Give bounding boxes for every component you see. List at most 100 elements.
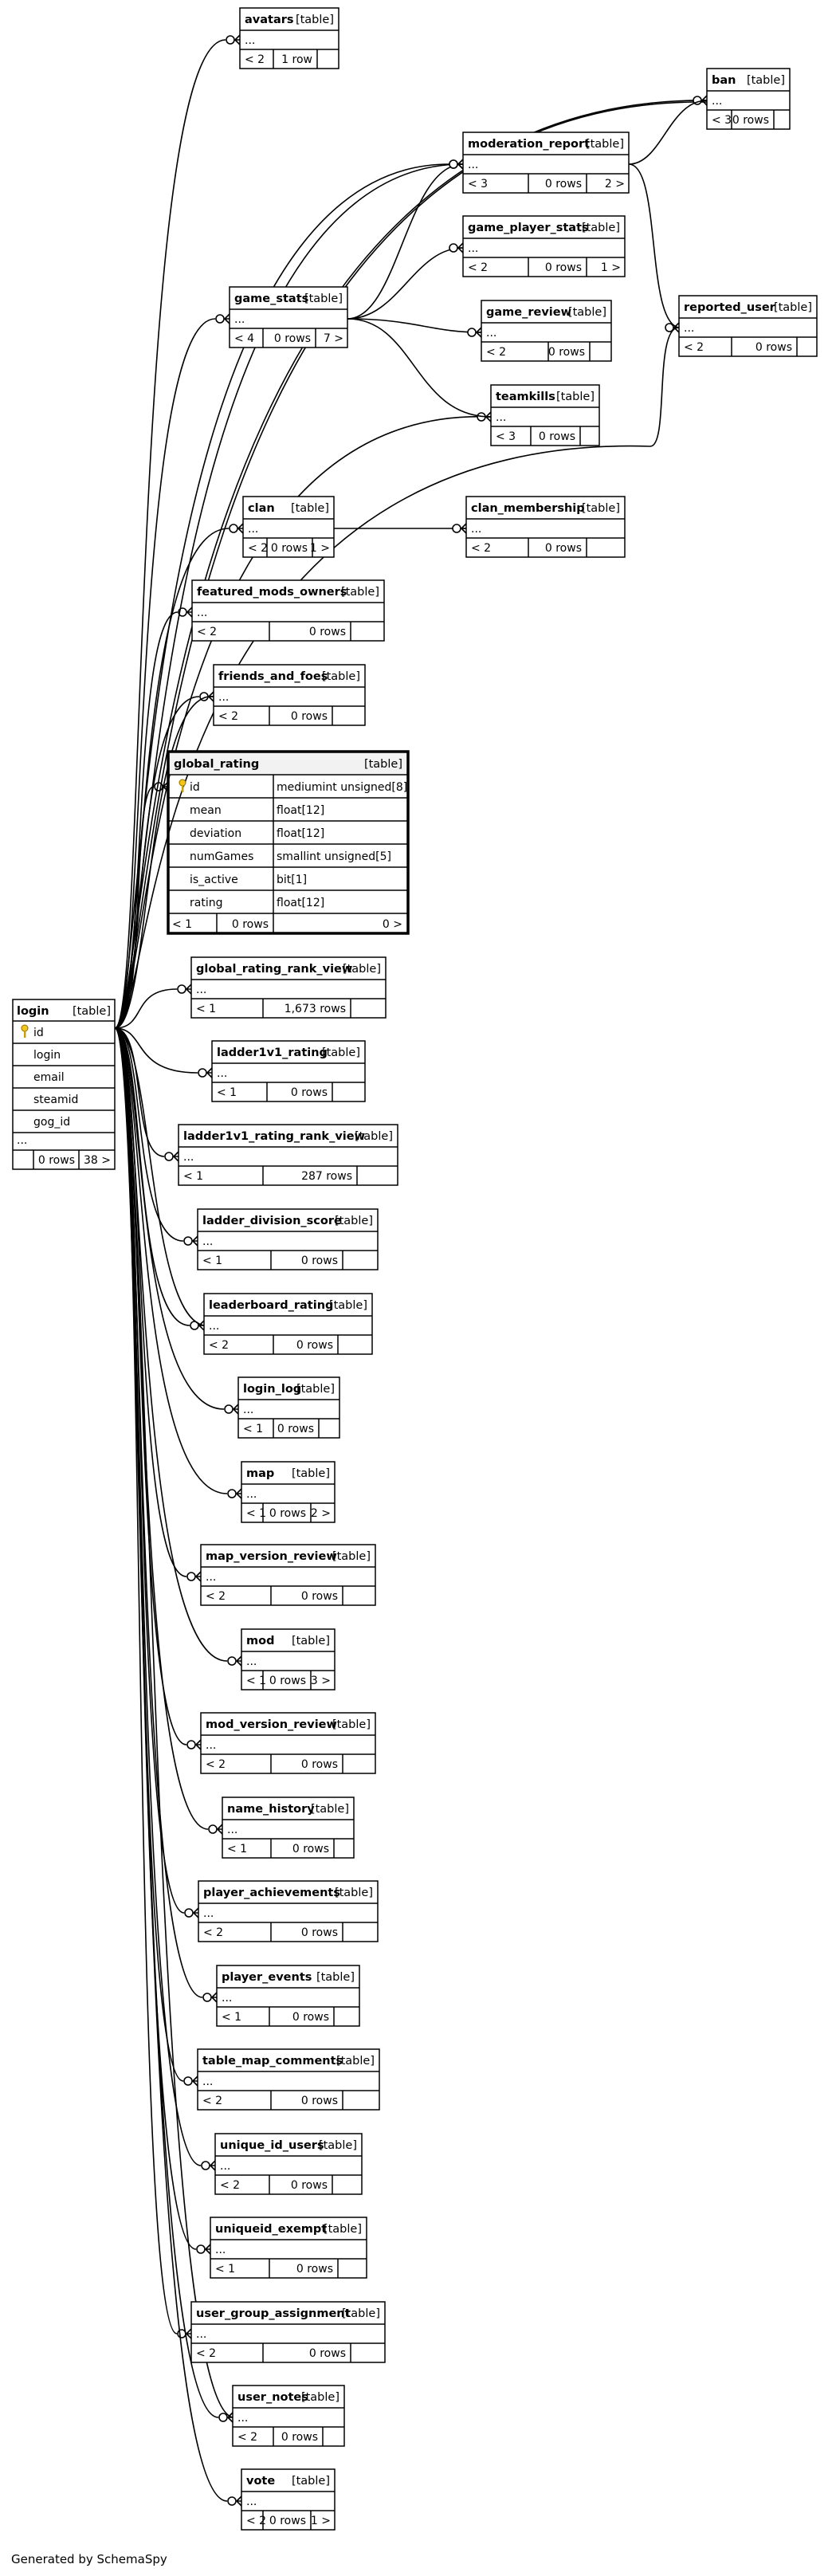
table-name: unique_id_users: [220, 2139, 324, 2152]
more-columns-ellipsis: ...: [237, 2412, 248, 2425]
row-count: 1,673 rows: [285, 1003, 346, 1015]
table-kind-label: [table]: [292, 1635, 330, 1647]
more-columns-ellipsis: ...: [218, 691, 229, 704]
table-name: vote: [246, 2475, 275, 2488]
table-kind-label: [table]: [291, 502, 329, 515]
parents-count: < 1: [172, 918, 192, 931]
edge-login-vote: [114, 1027, 228, 2502]
parents-count: < 2: [197, 626, 217, 638]
column-type: mediumint unsigned[8]: [277, 781, 407, 794]
edge-gamestats-moderation: [347, 163, 464, 320]
row-count: 0 rows: [732, 114, 769, 127]
parents-count: < 3: [496, 430, 516, 443]
parents-count: < 1: [215, 2263, 235, 2276]
more-columns-ellipsis: ...: [227, 1824, 237, 1836]
row-count: 0 rows: [309, 626, 346, 638]
table-name: game_review: [486, 306, 571, 319]
table-name: map: [246, 1467, 274, 1480]
column-name: id: [190, 781, 200, 794]
edge-gamestats-playerstats: [347, 247, 464, 320]
more-columns-ellipsis: ...: [468, 159, 478, 171]
table-kind-label: [table]: [342, 2307, 380, 2320]
table-name: global_rating: [174, 758, 259, 771]
row-count: 0 rows: [292, 1843, 329, 1855]
crowfoot-marker: [183, 2075, 198, 2087]
crowfoot-marker: [227, 2496, 242, 2507]
table-name: leaderboard_rating: [209, 1299, 333, 1312]
table-name: reported_user: [684, 301, 776, 314]
parents-count: < 2: [468, 261, 488, 274]
edge-moderation-reported: [628, 163, 680, 328]
table-name: login: [17, 1005, 49, 1018]
parents-count: < 3: [712, 114, 732, 127]
table-name: player_events: [222, 1971, 312, 1984]
row-count: 0 rows: [271, 542, 308, 555]
table-name: name_history: [227, 1803, 315, 1816]
column-name: deviation: [190, 827, 241, 840]
footer-credit: Generated by SchemaSpy: [11, 2552, 167, 2566]
more-columns-ellipsis: ...: [496, 411, 506, 424]
more-columns-ellipsis: ...: [245, 34, 255, 47]
more-columns-ellipsis: ...: [196, 2328, 206, 2341]
row-count: 0 rows: [274, 332, 311, 345]
more-columns-ellipsis: ...: [234, 313, 245, 326]
edge-gamestats-teamkills: [347, 318, 492, 418]
table-name: game_stats: [234, 293, 308, 305]
crowfoot-marker: [164, 1151, 179, 1162]
crowfoot-marker: [665, 322, 680, 333]
parents-count: < 1: [202, 1255, 222, 1267]
table-node-login[interactable]: login[table]idloginemailsteamidgog_id...…: [12, 999, 116, 1170]
table-kind-label: [table]: [292, 1467, 330, 1480]
relationship-edges: [114, 34, 708, 2507]
edge-login-unique_id_users: [114, 1027, 202, 2166]
parents-count: < 1: [246, 1675, 266, 1687]
table-kind-label: [table]: [586, 138, 624, 151]
table-name: map_version_review: [206, 1550, 337, 1563]
table-name: ladder_division_score: [202, 1215, 342, 1227]
parents-count: < 2: [202, 2095, 222, 2107]
table-name: ban: [712, 74, 736, 87]
parents-count: < 2: [248, 542, 268, 555]
crowfoot-marker: [218, 2412, 234, 2423]
table-kind-label: [table]: [296, 1383, 335, 1396]
crowfoot-marker: [186, 1739, 202, 1750]
table-kind-label: [table]: [304, 293, 343, 305]
parents-count: < 2: [218, 710, 238, 723]
children-count: 38 >: [84, 1154, 111, 1167]
crowfoot-marker: [202, 1992, 218, 2003]
more-columns-ellipsis: ...: [202, 1235, 213, 1248]
table-kind-label: [table]: [322, 1046, 360, 1059]
